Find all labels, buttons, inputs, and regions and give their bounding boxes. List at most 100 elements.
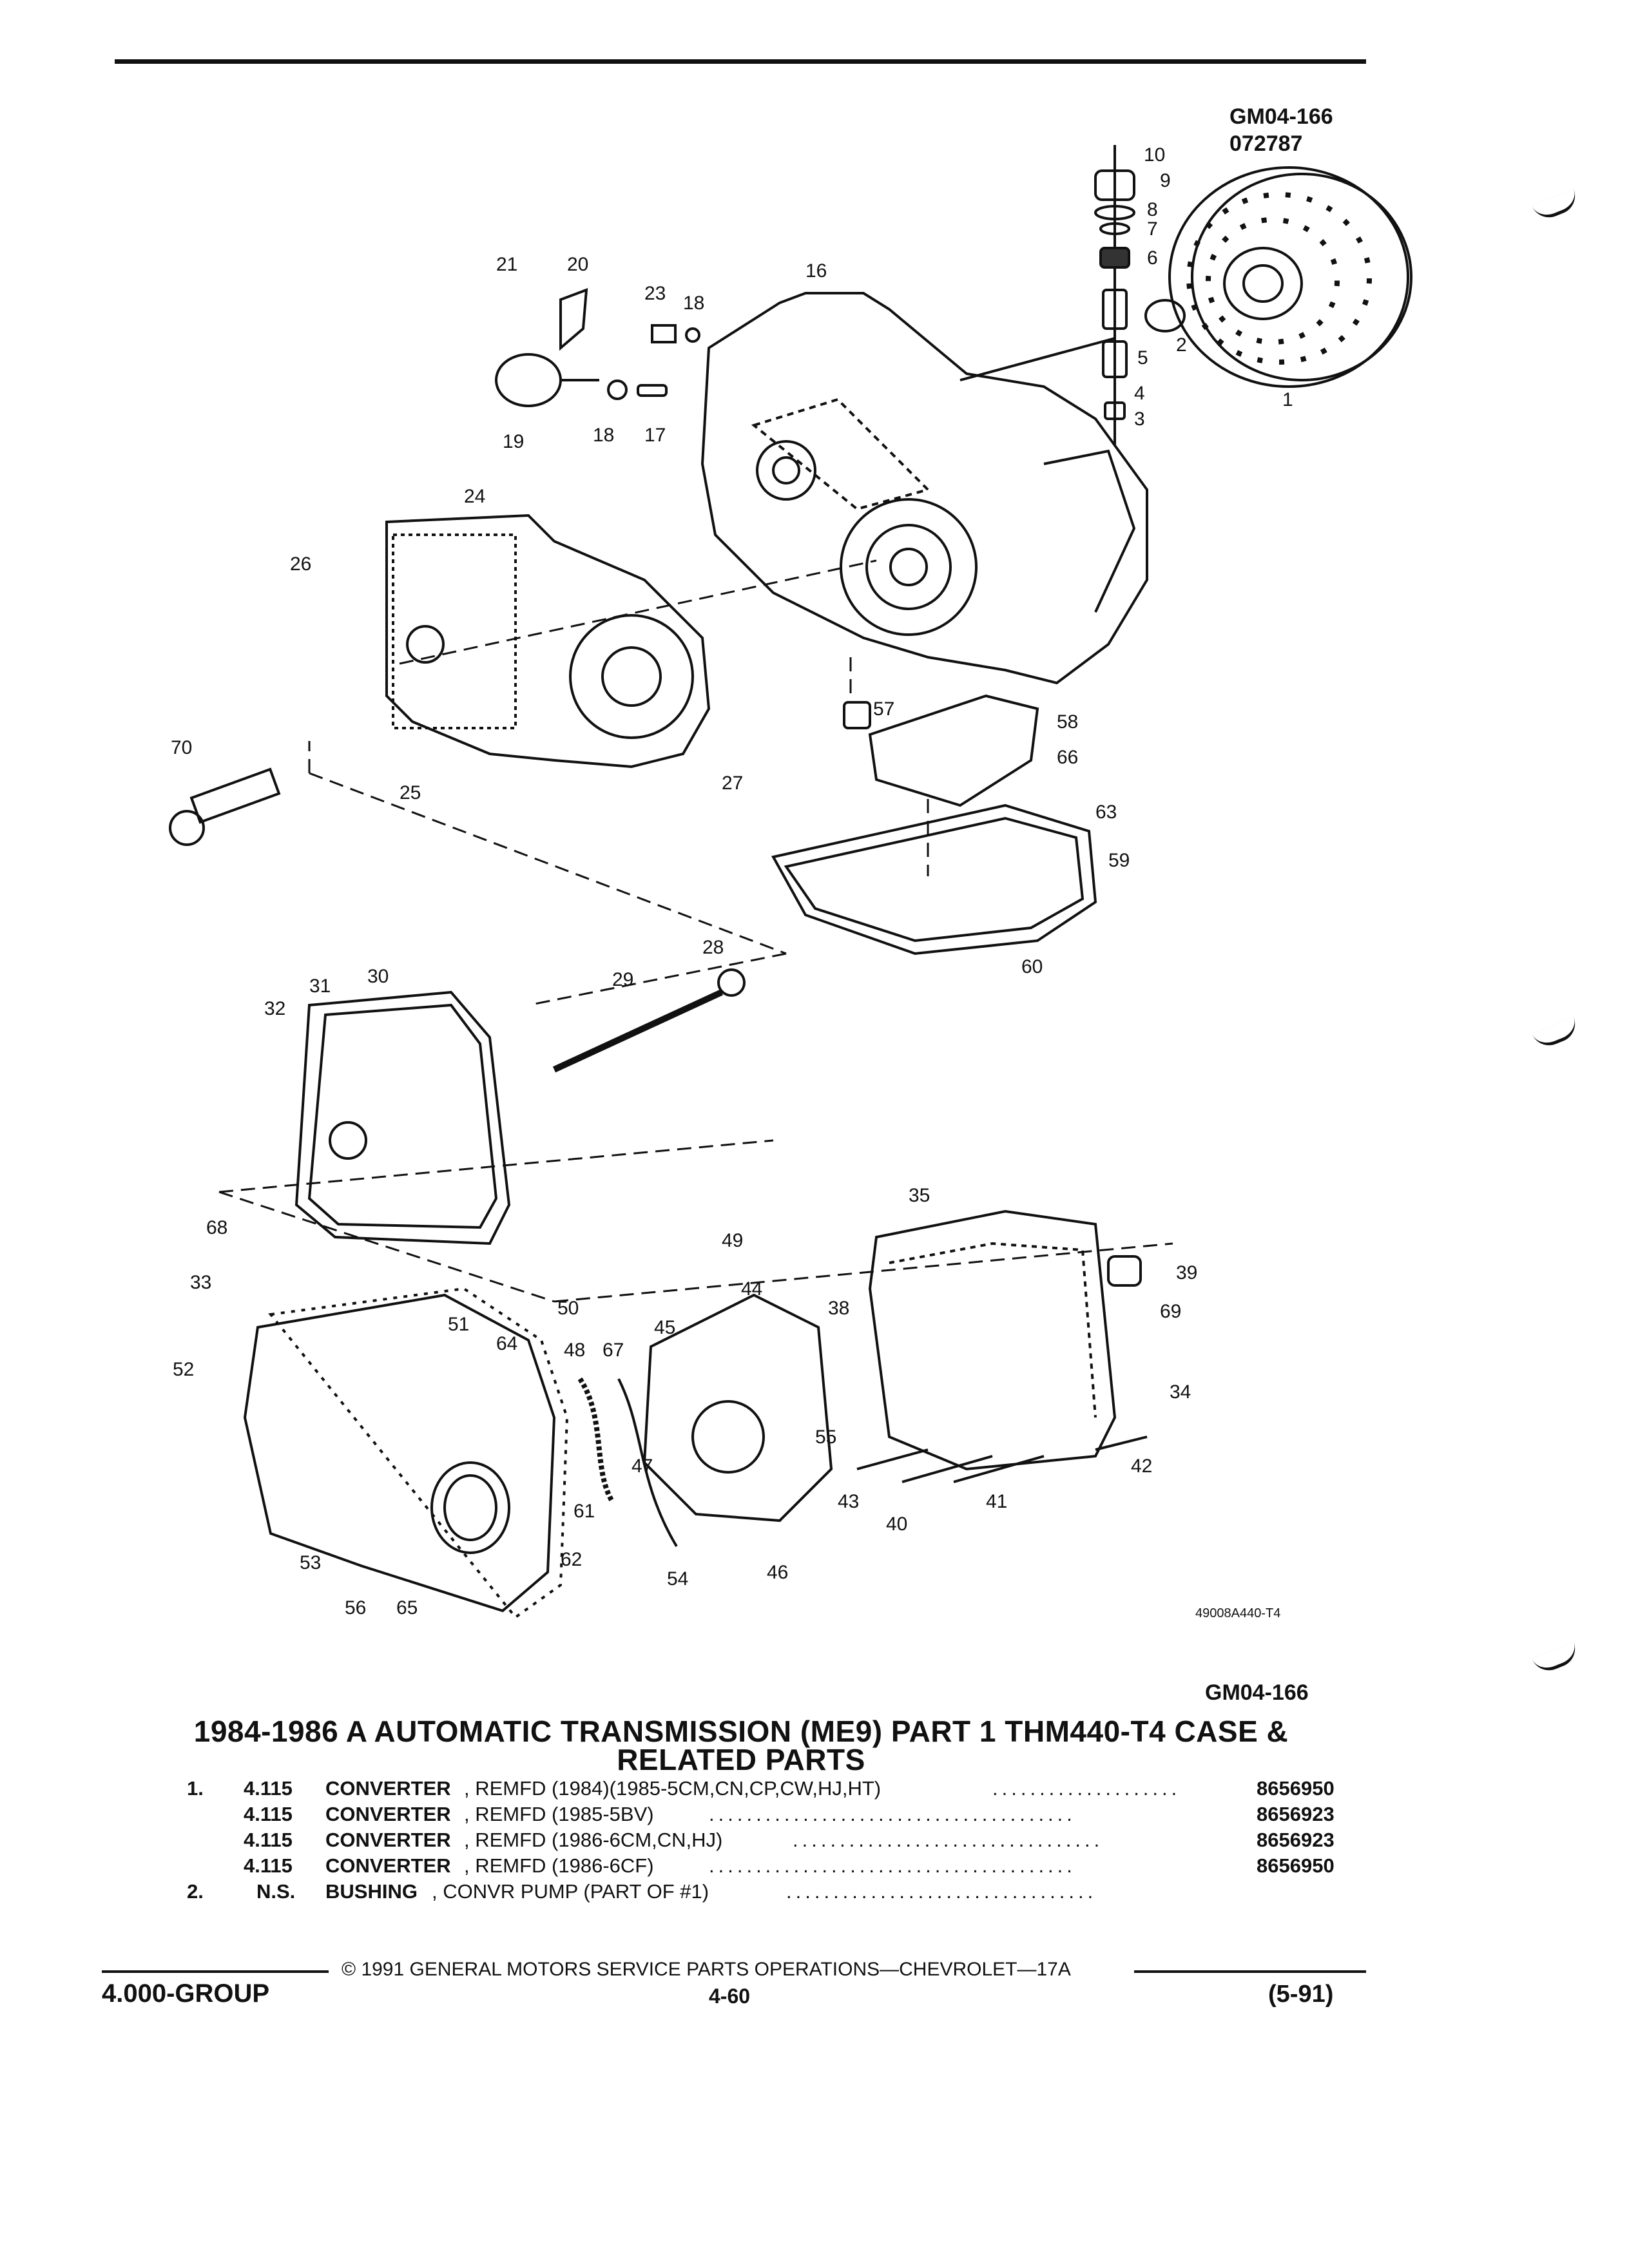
valve-body-assembly (385, 514, 711, 769)
revision-date: (5-91) (1268, 1981, 1334, 2008)
callout: 50 (557, 1298, 579, 1319)
callout: 16 (805, 260, 827, 282)
callout: 40 (886, 1514, 907, 1535)
callout: 54 (667, 1568, 688, 1590)
page-number: 4-60 (709, 1984, 751, 2008)
callout: 25 (400, 782, 421, 803)
callout: 18 (593, 425, 614, 446)
case-cover (294, 990, 511, 1245)
callout: 7 (1147, 218, 1158, 240)
leader-dots: ................................. (786, 1880, 1097, 1903)
callout: 57 (873, 698, 894, 720)
part-description: , REMFD (1986-6CM,CN,HJ) (464, 1829, 723, 1851)
callout: 23 (644, 283, 666, 304)
callout: 18 (683, 293, 704, 314)
leader-dots: ................................. (793, 1829, 1104, 1851)
part-number: 8656950 (1257, 1777, 1335, 1800)
art-number: 49008A440-T4 (1195, 1606, 1280, 1620)
footer-rule-right (1134, 1970, 1366, 1973)
caption-code: GM04-166 (1205, 1680, 1309, 1705)
part-description: , REMFD (1985-5BV) (464, 1803, 654, 1825)
pump-assembly (642, 1293, 833, 1523)
part-name: CONVERTER (325, 1854, 451, 1877)
transmission-case (700, 292, 1148, 685)
callout: 6 (1147, 247, 1158, 269)
leader-dots: ....................................... (709, 1803, 1076, 1825)
callout: 59 (1108, 850, 1130, 871)
callout: 67 (602, 1340, 624, 1361)
footer-rule-left (102, 1970, 329, 1973)
callout: 33 (190, 1272, 211, 1293)
leader-dots: .................... (992, 1777, 1181, 1800)
parts-row: 4.115 CONVERTER , REMFD (1985-5BV) .....… (180, 1803, 1366, 1831)
callout: 3 (1134, 408, 1145, 430)
bolts-40-43 (856, 1436, 1148, 1483)
callout: 68 (206, 1217, 227, 1238)
callout: 44 (741, 1278, 762, 1300)
callout: 48 (564, 1340, 585, 1361)
parts-row: 4.115 CONVERTER , REMFD (1986-6CM,CN,HJ)… (180, 1829, 1366, 1857)
callout: 32 (264, 998, 285, 1019)
quantity: N.S. (256, 1880, 296, 1903)
quantity: 4.115 (244, 1829, 293, 1851)
part-name: CONVERTER (325, 1803, 451, 1825)
callout: 63 (1095, 802, 1117, 823)
callout: 30 (367, 966, 389, 987)
quantity: 4.115 (244, 1777, 293, 1800)
callout: 9 (1160, 170, 1171, 191)
callout: 29 (612, 969, 633, 990)
filter-and-pan (771, 694, 1097, 956)
quantity: 4.115 (244, 1854, 293, 1877)
callout: 58 (1057, 711, 1078, 733)
callout: 43 (838, 1491, 859, 1512)
callout: 17 (644, 425, 666, 446)
ref-date: 072787 (1229, 131, 1303, 156)
control-valve-body (868, 1209, 1142, 1471)
callout: 55 (815, 1427, 836, 1448)
callout: 51 (448, 1314, 469, 1335)
part-name: CONVERTER (325, 1777, 451, 1800)
parts-row: 1. 4.115 CONVERTER , REMFD (1984)(1985-5… (180, 1777, 1366, 1805)
callout: 53 (300, 1552, 321, 1573)
callout: 10 (1144, 144, 1165, 166)
callout: 31 (309, 975, 331, 997)
part-name: BUSHING (325, 1880, 418, 1903)
shaft-29 (552, 989, 724, 1073)
callout: 5 (1137, 347, 1148, 369)
callout: 65 (396, 1597, 418, 1619)
callout: 52 (173, 1359, 194, 1380)
callout: 20 (567, 254, 588, 275)
callout: 42 (1131, 1456, 1152, 1477)
callout: 27 (722, 773, 743, 794)
callout: 49 (722, 1230, 743, 1251)
copyright-line: © 1991 GENERAL MOTORS SERVICE PARTS OPER… (342, 1959, 1071, 1980)
callout: 64 (496, 1333, 517, 1354)
callout: 19 (503, 431, 524, 452)
callout: 2 (1176, 334, 1187, 356)
callout: 56 (345, 1597, 366, 1619)
callout: 60 (1021, 956, 1043, 977)
governor-stack (1094, 145, 1135, 445)
callout: 45 (654, 1317, 675, 1338)
side-cover (243, 1287, 569, 1619)
section-title: 1984-1986 A AUTOMATIC TRANSMISSION (ME9)… (193, 1715, 1289, 1748)
part-description: , REMFD (1984)(1985-5CM,CN,CP,CW,HJ,HT) (464, 1777, 882, 1800)
parts-row: 2. N.S. BUSHING , CONVR PUMP (PART OF #1… (180, 1880, 1366, 1908)
callout: 8 (1147, 199, 1158, 220)
section-title-continued: RELATED PARTS (617, 1743, 865, 1776)
item-number: 2. (187, 1880, 204, 1903)
callout: 38 (828, 1298, 849, 1319)
bolt-70 (169, 767, 281, 846)
callout: 41 (986, 1491, 1007, 1512)
parts-row: 4.115 CONVERTER , REMFD (1986-6CF) .....… (180, 1854, 1366, 1883)
callout: 34 (1170, 1381, 1191, 1403)
part-description: , REMFD (1986-6CF) (464, 1854, 654, 1877)
ref-code: GM04-166 (1229, 104, 1333, 129)
torque-converter (1168, 166, 1412, 388)
callout: 39 (1176, 1262, 1197, 1283)
quantity: 4.115 (244, 1803, 293, 1825)
speed-sensor-group (495, 288, 700, 407)
callout: 24 (464, 486, 485, 507)
part-description: , CONVR PUMP (PART OF #1) (432, 1880, 709, 1903)
